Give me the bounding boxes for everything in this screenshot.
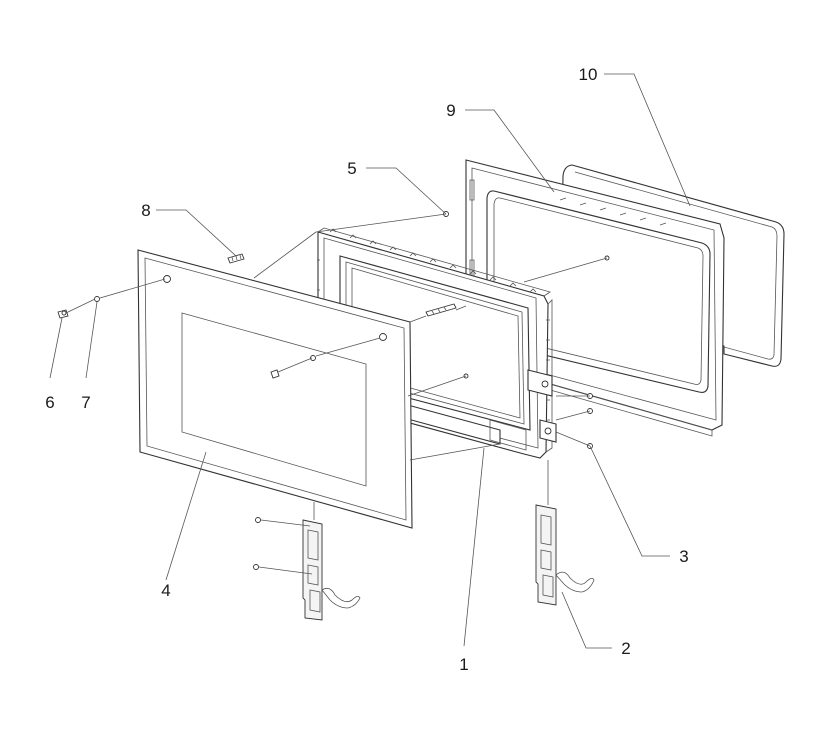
label-4: 4	[161, 581, 170, 600]
label-1: 1	[459, 655, 468, 674]
label-7: 7	[81, 393, 90, 412]
part-4-front-glass	[137, 249, 413, 529]
left-hinge	[253, 517, 361, 621]
callout-leaders	[49, 73, 691, 649]
label-2: 2	[621, 639, 630, 658]
label-3: 3	[679, 547, 688, 566]
part-2-hinge	[535, 504, 595, 606]
label-5: 5	[347, 159, 356, 178]
part-8-screw	[227, 253, 245, 264]
callout-labels: 10 9 5 8 6 7 4 1 2 3	[45, 65, 688, 674]
label-9: 9	[446, 101, 455, 120]
label-8: 8	[141, 201, 150, 220]
assembly-lines	[65, 213, 608, 575]
part-6-screw	[57, 309, 69, 319]
part-7-washer	[94, 296, 100, 302]
label-6: 6	[45, 393, 54, 412]
label-10: 10	[579, 65, 598, 84]
